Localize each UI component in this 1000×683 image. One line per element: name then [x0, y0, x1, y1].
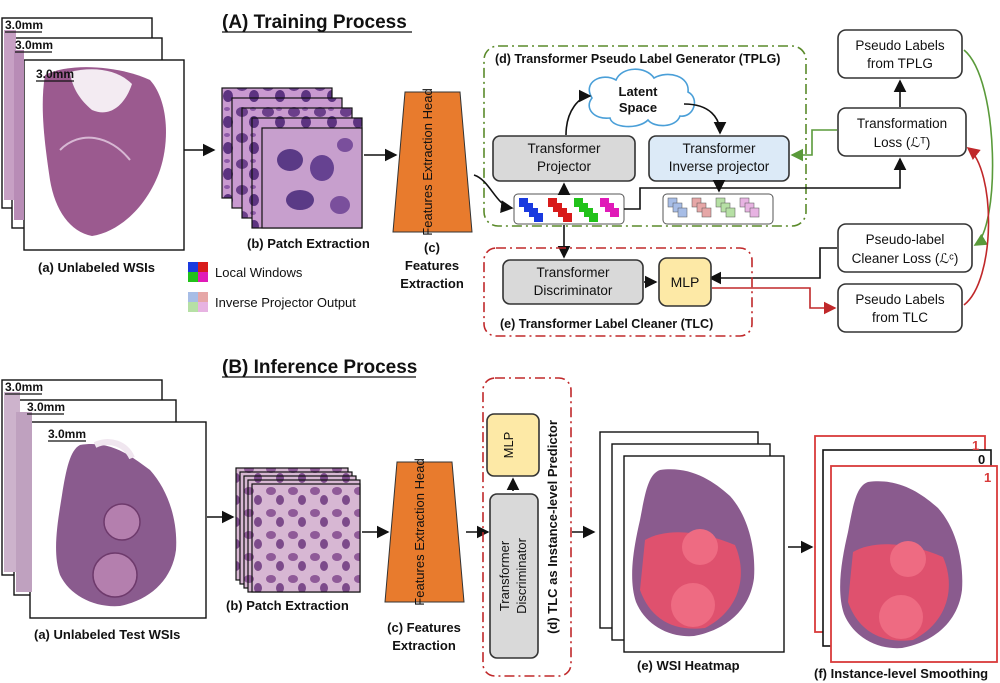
- cleaner-loss-label-1: Pseudo-label: [866, 232, 945, 247]
- pseudo-labels-tplg-box: [837, 29, 963, 79]
- inference-discriminator-label-2: Discriminator: [514, 537, 529, 614]
- inference-mlp: [486, 413, 540, 477]
- training-patch-caption: (b) Patch Extraction: [247, 236, 370, 251]
- training-features-caption-2: Features: [405, 258, 459, 273]
- tlc-predictor-title: (d) TLC as Instance-level Predictor: [545, 420, 560, 634]
- heatmap-caption: (e) WSI Heatmap: [637, 658, 740, 673]
- inverse-output-tokens: [667, 197, 760, 218]
- inference-wsi-stack: [1, 379, 207, 619]
- tlc-box: [483, 247, 753, 337]
- tlc-title: (e) Transformer Label Cleaner (TLC): [500, 317, 713, 331]
- inference-discriminator: [489, 493, 539, 659]
- inverse-projector-label-1: Transformer: [682, 141, 756, 156]
- training-features-caption-1: (c): [424, 240, 440, 255]
- inference-features-caption-2: Extraction: [392, 638, 456, 653]
- wsi-heatmap-stack: [599, 431, 785, 653]
- training-tissue: [42, 67, 166, 236]
- projector-label-1: Transformer: [527, 141, 601, 156]
- inference-mlp-label: MLP: [501, 432, 516, 459]
- cleaner-loss-box: [837, 223, 973, 273]
- smoothing-stack: [814, 435, 998, 663]
- inference-features-caption-1: (c) Features: [387, 620, 461, 635]
- legend-inverse-output: Inverse Projector Output: [215, 295, 356, 310]
- pseudo-tlc-label-2: from TLC: [872, 310, 928, 325]
- scale-bar-label: 3.0mm: [27, 400, 65, 414]
- transformer-projector: [492, 135, 636, 182]
- transformer-discriminator: [502, 259, 644, 305]
- tplg-box: [483, 45, 807, 227]
- training-wsi-stack: [1, 17, 185, 251]
- training-title: (A) Training Process: [222, 12, 407, 33]
- inference-title: (B) Inference Process: [222, 357, 417, 378]
- scale-bar-label: 3.0mm: [5, 18, 43, 32]
- instance-label-1: 1: [972, 438, 979, 453]
- smoothing-caption: (f) Instance-level Smoothing: [814, 666, 988, 681]
- scale-bar-label: 3.0mm: [48, 427, 86, 441]
- pseudo-labels-tlc-box: [837, 283, 963, 333]
- inference-patch-stack: [235, 467, 361, 593]
- legend: [188, 262, 208, 312]
- scale-bar-label: 3.0mm: [5, 380, 43, 394]
- pseudo-tlc-label-1: Pseudo Labels: [855, 292, 945, 307]
- projector-label-2: Projector: [537, 159, 592, 174]
- transformation-loss-label-2: Loss (ℒᵀ): [874, 135, 931, 150]
- training-mlp-label: MLP: [671, 274, 700, 290]
- discriminator-label-1: Transformer: [536, 265, 610, 280]
- inference-features-head: [384, 461, 465, 603]
- instance-label-2: 0: [978, 452, 985, 467]
- transformation-loss-label-1: Transformation: [857, 116, 947, 131]
- inference-discriminator-label-1: Transformer: [497, 540, 512, 611]
- inference-features-head-label: Features Extraction Head: [412, 458, 427, 605]
- training-wsi-caption: (a) Unlabeled WSIs: [38, 260, 155, 275]
- tlc-predictor-box: [482, 377, 572, 677]
- local-window-tokens: [519, 198, 619, 222]
- pseudo-tplg-label-1: Pseudo Labels: [855, 38, 945, 53]
- latent-space-label-1: Latent: [619, 84, 659, 99]
- transformation-loss-box: [837, 107, 967, 157]
- training-features-head-label: Features Extraction Head: [420, 88, 435, 235]
- tplg-title: (d) Transformer Pseudo Label Generator (…: [495, 52, 780, 66]
- pseudo-tplg-label-2: from TPLG: [867, 56, 933, 71]
- training-features-head: [392, 91, 473, 233]
- training-features-caption-3: Extraction: [400, 276, 464, 291]
- training-patch-stack: [221, 87, 363, 229]
- latent-space-cloud: [588, 68, 696, 128]
- inference-wsi-caption: (a) Unlabeled Test WSIs: [34, 627, 180, 642]
- training-mlp: [658, 257, 712, 307]
- cleaner-loss-label-2: Cleaner Loss (ℒᶜ): [852, 251, 959, 266]
- legend-local-windows: Local Windows: [215, 265, 303, 280]
- latent-space-label-2: Space: [619, 100, 657, 115]
- instance-label-3: 1: [984, 470, 991, 485]
- inference-patch-caption: (b) Patch Extraction: [226, 598, 349, 613]
- scale-bar-label: 3.0mm: [36, 67, 74, 81]
- scale-bar-label: 3.0mm: [15, 38, 53, 52]
- discriminator-label-2: Discriminator: [534, 283, 613, 298]
- inverse-projector-label-2: Inverse projector: [669, 159, 770, 174]
